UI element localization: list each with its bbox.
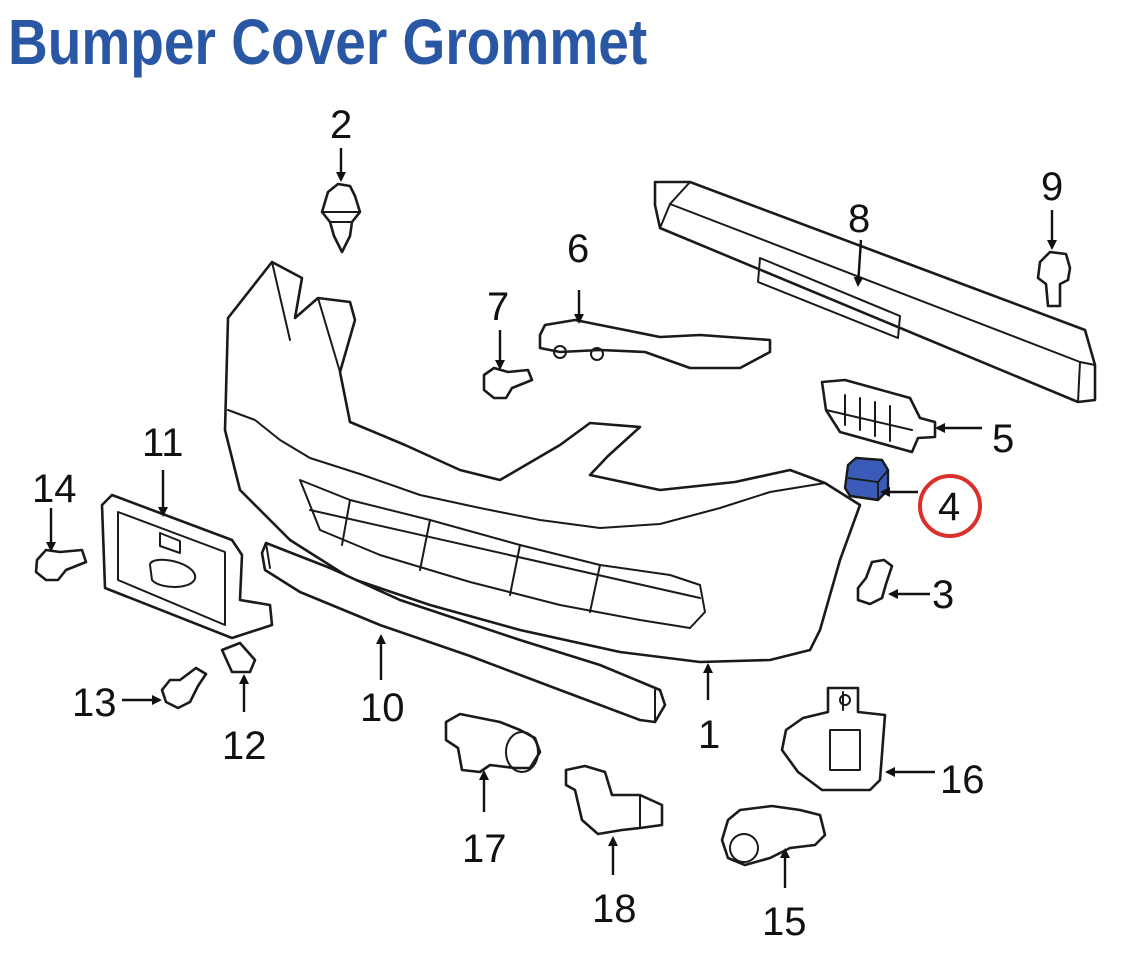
callout-12: 12 bbox=[222, 724, 267, 768]
callout-8: 8 bbox=[848, 197, 870, 241]
callout-labels: 1 2 3 4 5 6 7 8 9 10 11 12 13 14 15 16 1… bbox=[32, 103, 1063, 944]
callout-16: 16 bbox=[940, 758, 985, 802]
part-3-bolt bbox=[856, 558, 894, 606]
part-15-sensor bbox=[720, 804, 827, 867]
part-11-plate-bracket bbox=[100, 493, 274, 640]
callout-2: 2 bbox=[330, 103, 352, 147]
part-2-clip bbox=[320, 182, 362, 254]
part-18-bracket bbox=[564, 764, 664, 836]
part-16-bracket bbox=[780, 686, 887, 792]
callout-11: 11 bbox=[142, 421, 184, 465]
part-10-absorber bbox=[260, 541, 667, 724]
callout-4: 4 bbox=[938, 485, 960, 529]
callout-15: 15 bbox=[762, 900, 807, 944]
part-8-reinforcement-beam bbox=[653, 180, 1097, 404]
callout-7: 7 bbox=[487, 285, 509, 329]
page-title: Bumper Cover Grommet bbox=[8, 6, 648, 78]
part-17-sensor bbox=[444, 712, 542, 774]
highlight-ring bbox=[918, 474, 982, 538]
part-9-bolt bbox=[1036, 250, 1072, 308]
callout-5: 5 bbox=[992, 417, 1014, 461]
leader-arrows bbox=[46, 148, 1057, 888]
callout-18: 18 bbox=[592, 887, 637, 931]
part-12-clip bbox=[220, 641, 257, 674]
callout-10: 10 bbox=[360, 686, 405, 730]
callout-14: 14 bbox=[32, 467, 77, 511]
callout-6: 6 bbox=[567, 227, 589, 271]
part-5-bracket bbox=[820, 378, 937, 454]
part-6-spacer bbox=[538, 318, 772, 370]
callout-9: 9 bbox=[1041, 165, 1063, 209]
part-13-bolt bbox=[160, 666, 208, 710]
part-14-bolt bbox=[34, 548, 88, 582]
part-7-bolt bbox=[482, 366, 534, 400]
part-1-bumper-cover bbox=[223, 260, 862, 664]
callout-3: 3 bbox=[932, 573, 954, 617]
callout-1: 1 bbox=[698, 713, 720, 757]
part-4-grommet bbox=[843, 456, 890, 502]
callout-17: 17 bbox=[462, 827, 507, 871]
callout-13: 13 bbox=[72, 681, 117, 725]
